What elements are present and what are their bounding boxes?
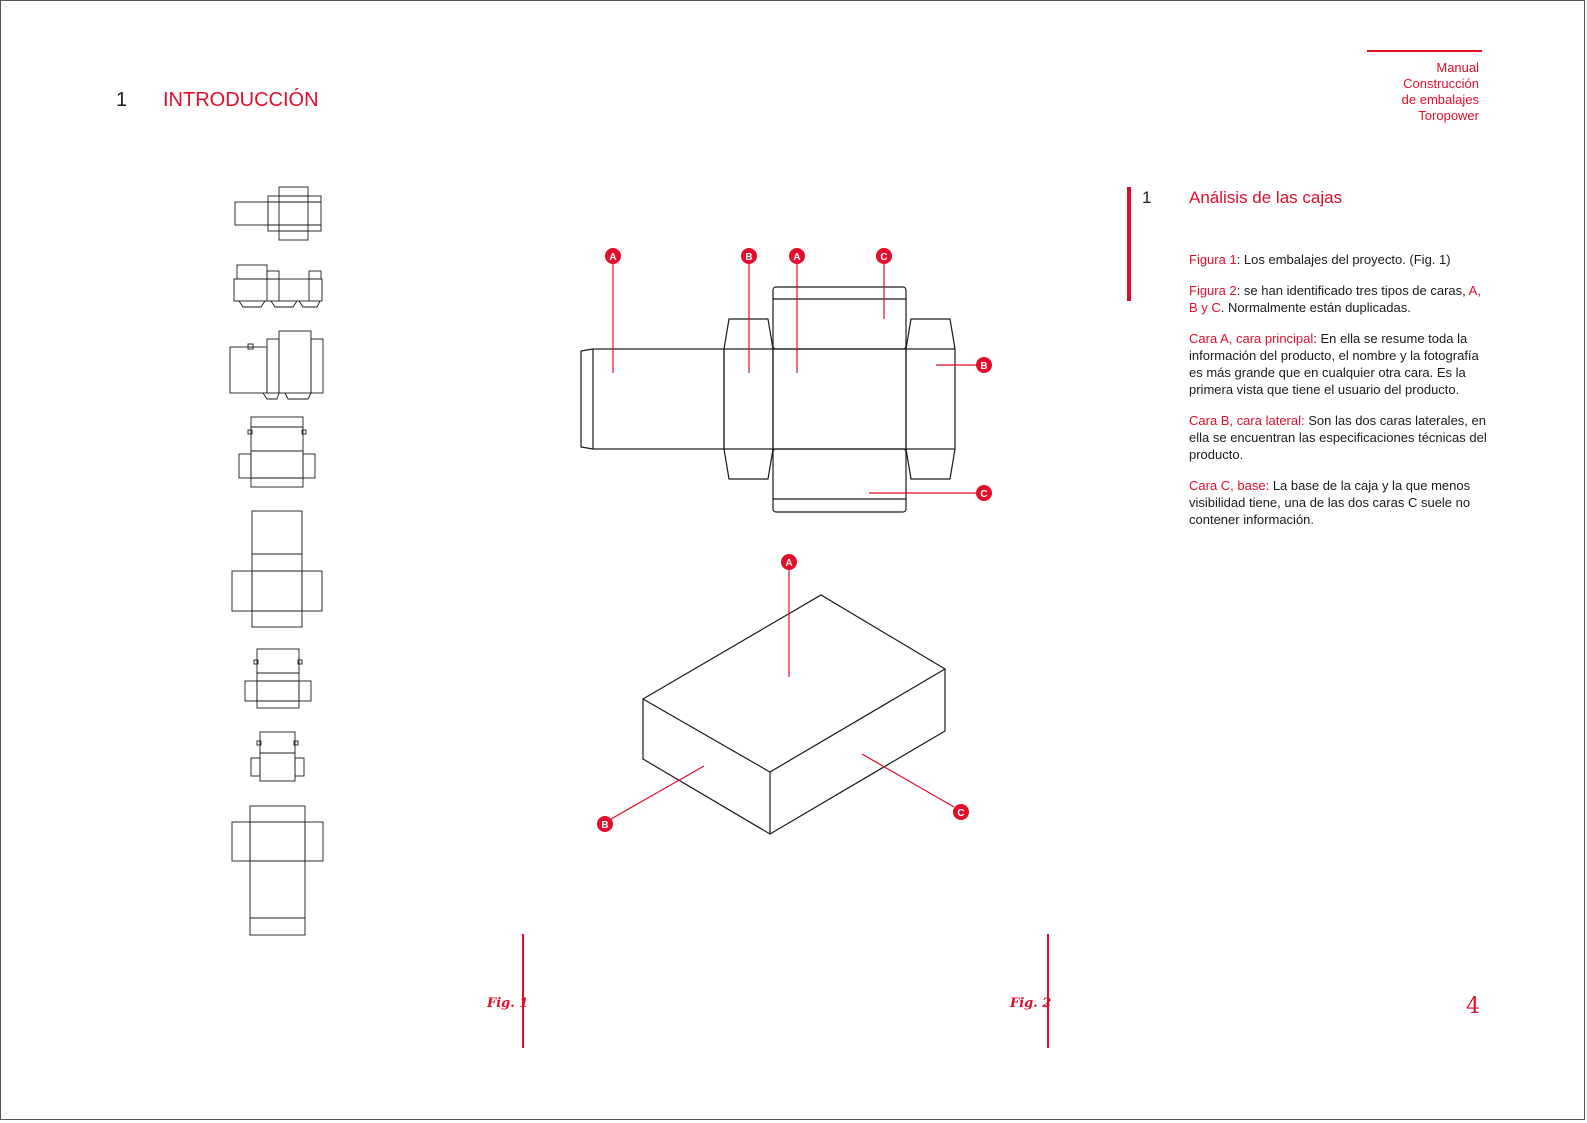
dieline-face-b-right <box>905 348 956 450</box>
paragraph-body: . Normalmente están duplicadas. <box>1220 300 1411 315</box>
paragraph-lead: Figura 2 <box>1189 283 1237 298</box>
fig1-caption: Fig. 1 <box>487 996 529 1011</box>
dieline-flap <box>905 318 956 350</box>
section-number: 1 <box>1142 188 1152 207</box>
marker-label: A <box>785 558 792 569</box>
fig2-rule <box>1047 934 1049 1048</box>
marker-b <box>597 816 613 832</box>
marker-a <box>789 248 805 264</box>
marker-c <box>976 485 992 501</box>
paragraph-body: : En ella se resume toda la información … <box>1189 331 1479 397</box>
paragraph-lead: Cara C, base: <box>1189 478 1270 493</box>
dieline-thumb-5 <box>231 510 323 628</box>
marker-label: B <box>601 820 608 831</box>
dieline-flap <box>723 448 774 480</box>
marker-label: B <box>745 252 752 263</box>
paragraph-body: La base de la caja y la que menos visibi… <box>1189 478 1471 527</box>
iso-box-top <box>641 594 947 773</box>
section-accent-bar <box>1127 187 1131 301</box>
marker-label: C <box>880 252 887 263</box>
marker-label: C <box>980 489 987 500</box>
paragraph-body: : se han identificado tres tipos de cara… <box>1236 283 1469 298</box>
dieline-face-c-top <box>772 286 907 350</box>
dieline-thumb-8 <box>231 805 324 936</box>
paragraph-lead: Cara B, cara lateral: <box>1189 413 1305 428</box>
marker-label: B <box>980 361 987 372</box>
marker-b <box>741 248 757 264</box>
fig1-rule <box>522 934 524 1048</box>
paragraph-figura-2: Figura 2: se han identificado tres tipos… <box>1189 282 1489 316</box>
marker-c <box>953 804 969 820</box>
marker-label: C <box>957 808 964 819</box>
fig1-dieline-thumbnails <box>229 186 324 936</box>
header-line: Construcción <box>1403 76 1479 91</box>
dieline-left-tab <box>580 348 594 450</box>
header-line: Manual <box>1436 60 1479 75</box>
paragraph-lead: Figura 1 <box>1189 252 1237 267</box>
dieline-face-a-center <box>772 348 907 450</box>
chapter-title: INTRODUCCIÓN <box>163 89 319 111</box>
paragraph-body: : Los embalajes del proyecto. (Fig. 1) <box>1236 252 1451 267</box>
iso-box-right <box>769 669 946 835</box>
chapter-number: 1 <box>116 89 128 111</box>
header-line: Toropower <box>1418 108 1479 123</box>
paragraph-figura-1: Figura 1: Los embalajes del proyecto. (F… <box>1189 251 1489 268</box>
fig2-face-diagram: A B A C B C A B C <box>580 248 992 836</box>
iso-box-left <box>642 699 771 836</box>
dieline-thumb-2 <box>233 264 323 308</box>
page-number: 4 <box>1466 994 1480 1019</box>
marker-label: A <box>609 252 616 263</box>
marker-a <box>605 248 621 264</box>
paragraph-lead: A, B y C <box>1189 283 1481 315</box>
paragraph-lead: Cara A, cara principal <box>1189 331 1314 346</box>
marker-label: A <box>793 252 800 263</box>
dieline-thumb-3 <box>229 330 324 400</box>
marker-b <box>976 357 992 373</box>
document-header: Manual Construcción de embalajes Toropow… <box>1279 60 1479 124</box>
paragraph-cara-a: Cara A, cara principal: En ella se resum… <box>1189 330 1489 398</box>
header-rule <box>1367 50 1482 52</box>
paragraph-cara-c: Cara C, base: La base de la caja y la qu… <box>1189 477 1489 528</box>
dieline-face-c-bottom <box>772 448 907 513</box>
section-title: Análisis de las cajas <box>1189 188 1343 207</box>
paragraph-cara-b: Cara B, cara lateral: Son las dos caras … <box>1189 412 1489 463</box>
marker-c <box>876 248 892 264</box>
paragraph-body: Son las dos caras laterales, en ella se … <box>1189 413 1487 462</box>
fig2-caption: Fig. 2 <box>1010 996 1052 1011</box>
dieline-thumb-6 <box>244 648 312 709</box>
description-text: Figura 1: Los embalajes del proyecto. (F… <box>1189 251 1489 542</box>
dieline-thumb-1 <box>234 186 322 241</box>
dieline-thumb-4 <box>238 416 316 488</box>
dieline-thumb-7 <box>250 731 305 782</box>
header-line: de embalajes <box>1401 92 1479 107</box>
marker-a <box>781 554 797 570</box>
dieline-flap <box>905 448 956 480</box>
